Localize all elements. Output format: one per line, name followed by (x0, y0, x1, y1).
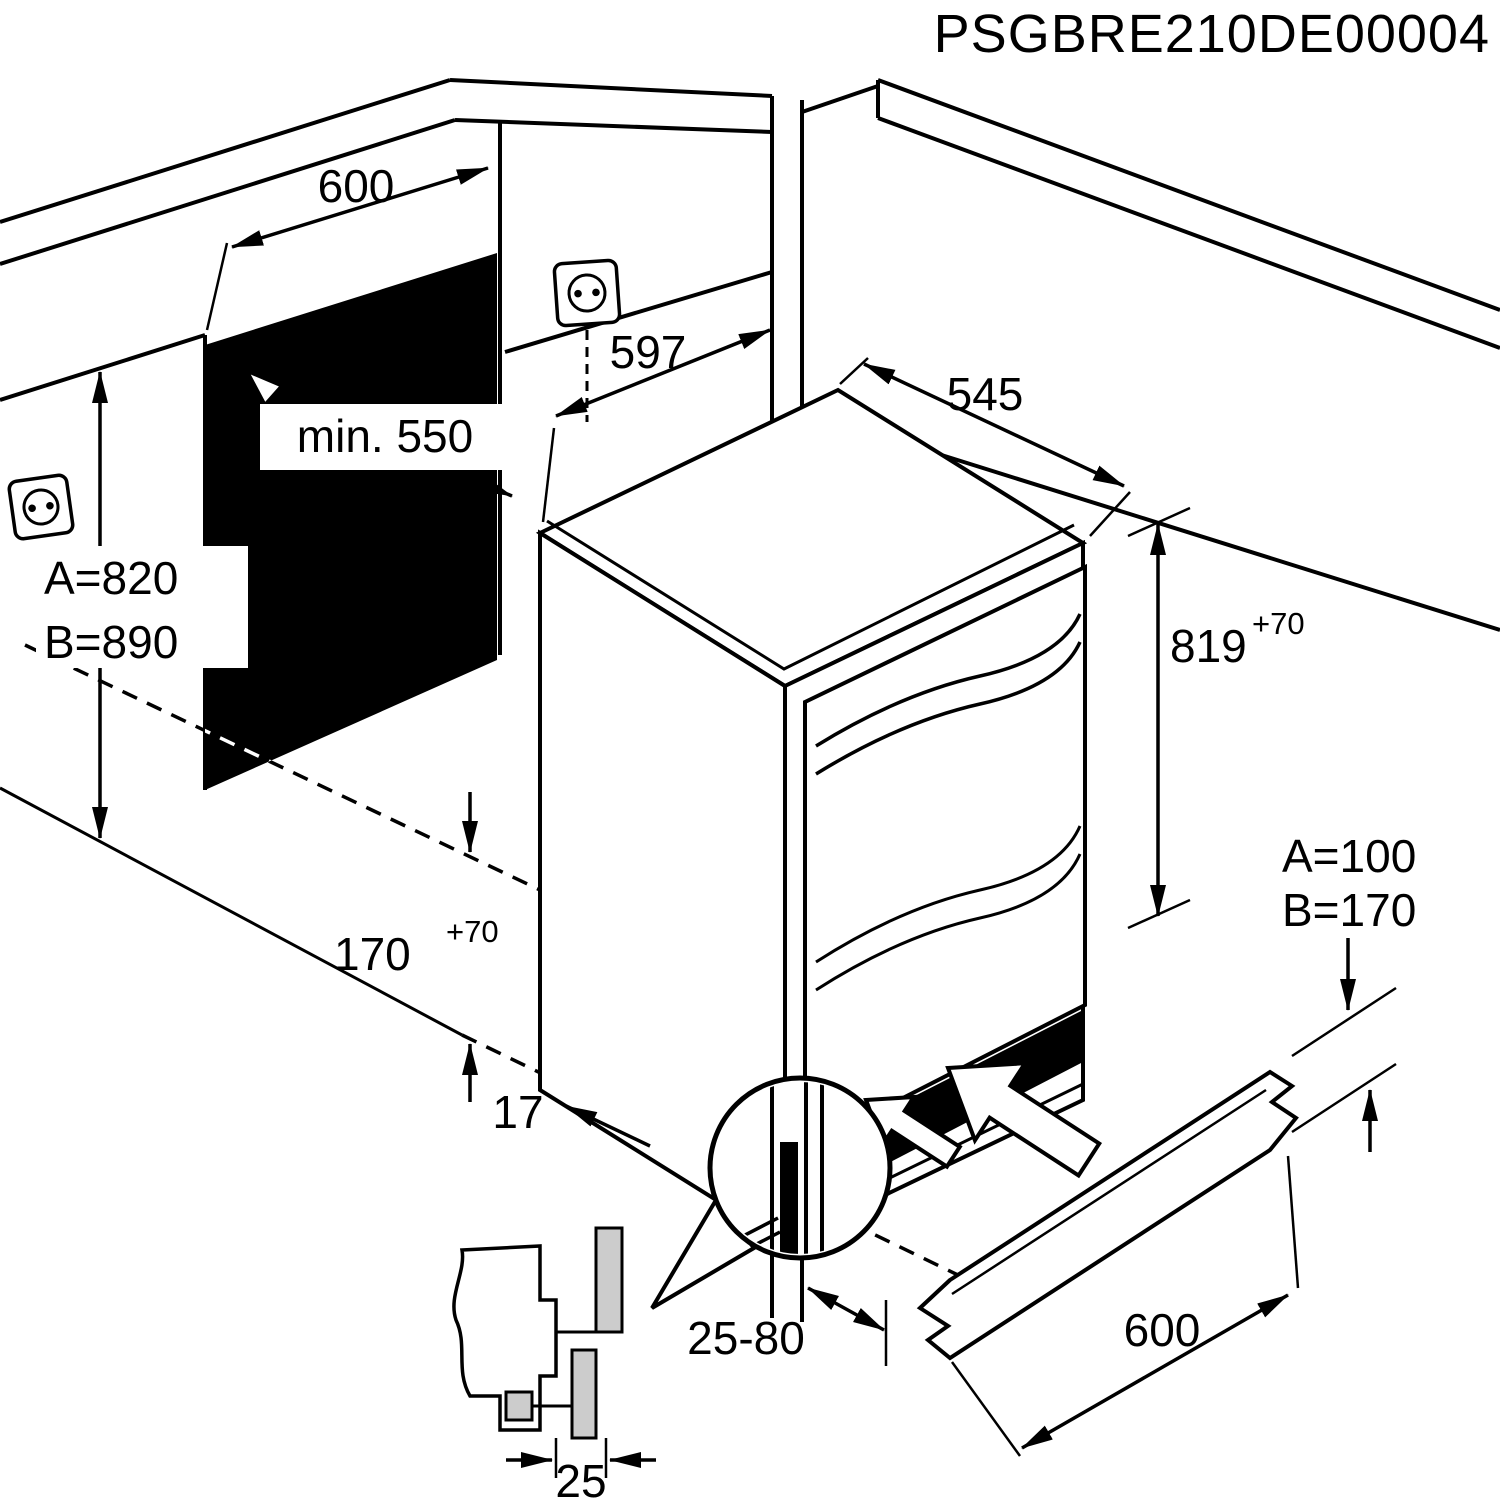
detail-balloon-icon (650, 1075, 893, 1310)
appliance-door (803, 563, 1087, 1152)
plinth-panel-section-upper (594, 1226, 624, 1334)
dim-plinth-cutout-tolerance-label: +70 (446, 914, 499, 949)
dim-appliance-width-label: 597 (610, 326, 687, 378)
bracket-clip-section (504, 1390, 534, 1422)
white-arrowhead-icon (245, 369, 284, 407)
dim-plinth-length-label: 600 (1124, 1304, 1201, 1356)
plinth-panel (916, 1069, 1299, 1361)
dimension-appliance-depth: 545 (839, 357, 1131, 537)
dimension-niche-width: 600 (205, 160, 489, 331)
dimension-plinth-cutout: 170 +70 (334, 792, 499, 1102)
dim-niche-height-a-label: A=820 (44, 552, 178, 604)
dim-appliance-height-tolerance-label: +70 (1252, 606, 1305, 641)
dimension-plinth-length: 600 (950, 1155, 1300, 1457)
floor-edge-line (0, 786, 463, 1037)
bracket-profile (452, 1244, 558, 1432)
dim-plinth-recess-b-label: B=170 (1282, 884, 1416, 936)
power-outlet-icon-right (552, 258, 622, 328)
dim-appliance-height-label: 819 (1170, 620, 1247, 672)
dim-plinth-recess-a-label: A=100 (1282, 830, 1416, 882)
insertion-arrows (863, 1060, 1103, 1179)
dim-niche-depth-label: min. 550 (297, 410, 473, 462)
dimension-appliance-width: 597 (541, 326, 771, 523)
dimension-plinth-recess: A=100 B=170 (1282, 830, 1416, 1152)
dim-niche-width-label: 600 (318, 160, 395, 212)
dimension-plinth-depth-range: 25-80 (687, 1286, 888, 1366)
door-surface-line (815, 825, 1082, 964)
dimension-bottom-gap: 17 (492, 1086, 651, 1148)
dimension-niche-depth: min. 550 (245, 369, 513, 498)
dimension-mounting-gap: 25 (506, 1438, 656, 1500)
insertion-arrow-icon-large (945, 1060, 1103, 1179)
mounting-bracket-detail: 25 (452, 1226, 656, 1500)
door-handle-groove-line (815, 613, 1082, 748)
dim-mounting-gap-label: 25 (555, 1455, 606, 1500)
dim-plinth-cutout-label: 170 (334, 928, 411, 980)
dimension-niche-height: A=820 B=890 (36, 371, 248, 839)
floor-dashed-line-back (24, 643, 541, 892)
dimension-appliance-height: 819 +70 (1127, 506, 1305, 930)
drawing-code-title: PSGBRE210DE00004 (934, 4, 1490, 64)
dim-bottom-gap-label: 17 (492, 1086, 543, 1138)
dim-plinth-depth-range-label: 25-80 (687, 1312, 805, 1364)
power-outlet-icon-left (7, 473, 75, 541)
balloon-circle (707, 1075, 893, 1261)
dim-niche-height-b-label: B=890 (44, 616, 178, 668)
door-surface-line (815, 853, 1082, 992)
door-handle-groove-line (815, 641, 1082, 776)
plinth-panel-section-lower (570, 1348, 598, 1440)
dim-appliance-depth-label: 545 (947, 368, 1024, 420)
